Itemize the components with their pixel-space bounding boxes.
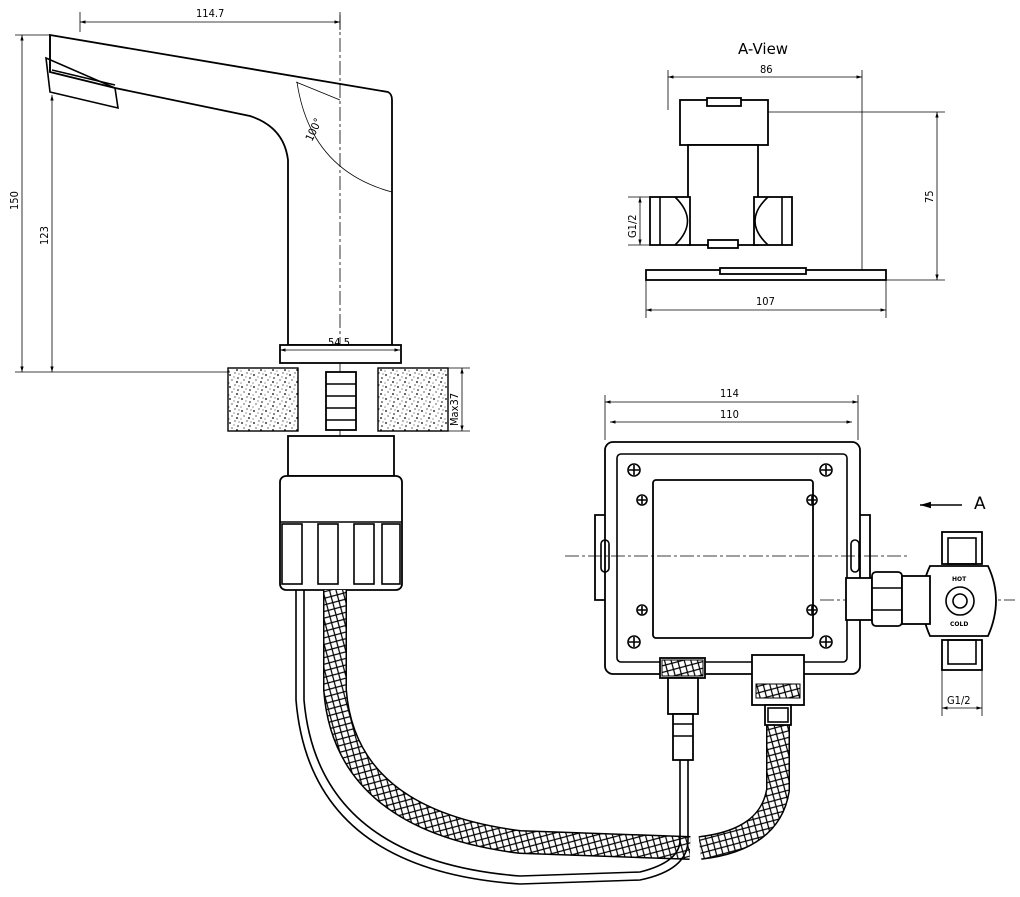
dim-valve-thread: G1/2 <box>947 694 971 707</box>
dim-box-outer: 114 <box>720 387 739 400</box>
dim-spout-reach: 114.7 <box>196 7 224 20</box>
dim-view-height: 75 <box>923 190 936 203</box>
dim-view-base: 107 <box>756 295 775 308</box>
faucet-side-view <box>45 15 449 591</box>
braided-hoses <box>295 590 790 885</box>
cold-label: COLD <box>950 621 968 628</box>
control-box: 114 110 <box>565 387 1015 761</box>
dim-max-deck: Max37 <box>448 393 461 426</box>
dim-outlet-height: 123 <box>38 226 51 245</box>
dim-base-diameter: 54.5 <box>328 336 350 349</box>
hot-label: HOT <box>952 576 967 583</box>
a-view-title: A-View <box>738 40 788 58</box>
a-view: A-View 86 107 75 G1/2 <box>626 40 945 318</box>
countertop-right <box>377 367 449 432</box>
dim-box-inner: 110 <box>720 408 739 421</box>
countertop-left <box>227 367 299 432</box>
view-arrow-label: A <box>974 494 986 514</box>
mixing-valve: A HOT COLD G1/2 <box>901 494 997 716</box>
dim-view-thread: G1/2 <box>626 214 639 238</box>
dim-view-width-top: 86 <box>760 63 773 76</box>
dim-total-height: 150 <box>8 191 21 210</box>
